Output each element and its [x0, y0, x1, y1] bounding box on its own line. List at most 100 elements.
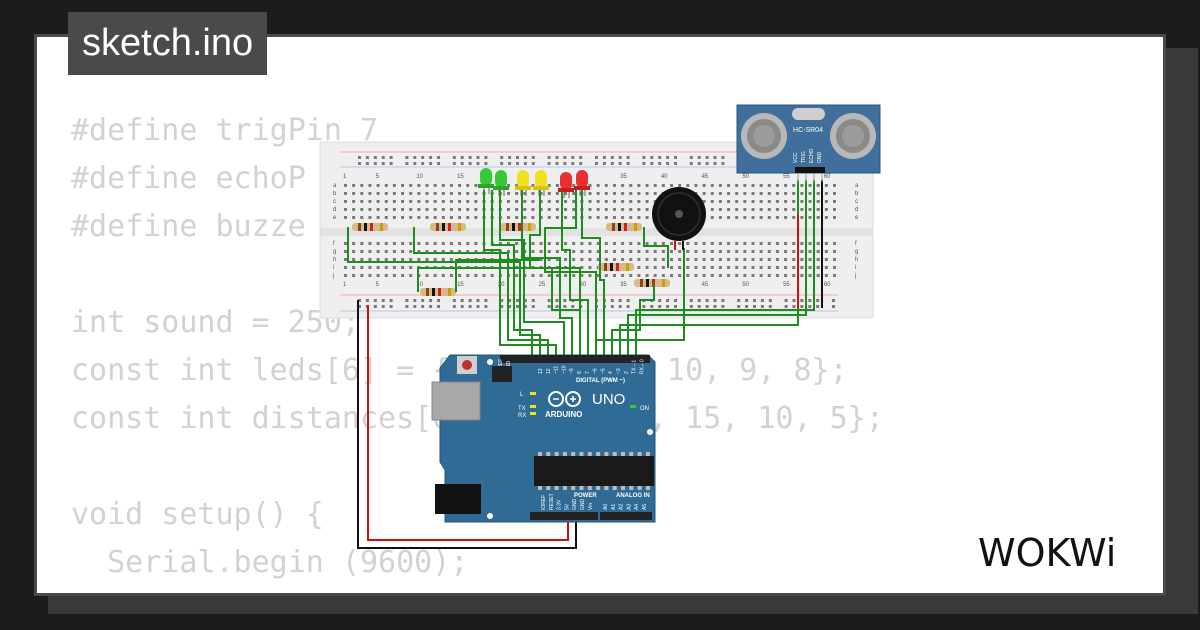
row-letter: e	[333, 215, 337, 221]
buzzer[interactable]	[652, 187, 706, 250]
column-number: 55	[783, 282, 790, 288]
wires-power	[357, 180, 823, 549]
row-letter: j	[332, 273, 334, 279]
microcontroller-chip	[534, 456, 654, 486]
column-number: 15	[457, 174, 464, 180]
led-green[interactable]	[478, 168, 494, 194]
column-number: 50	[742, 282, 749, 288]
resistor[interactable]	[352, 223, 388, 231]
ultrasonic-sensor[interactable]: HC-SR04 VCC TRIG ECHO GND	[736, 104, 881, 182]
code-line: int sound = 250;	[71, 305, 360, 340]
pin-label: ~10	[561, 365, 567, 374]
column-number: 60	[824, 282, 831, 288]
resistor[interactable]	[606, 223, 642, 231]
digital-header	[500, 355, 650, 363]
pin-label: 7	[585, 371, 591, 374]
pin-label: ~11	[554, 366, 560, 374]
code-line: void setup() {	[71, 497, 324, 532]
reset-button[interactable]	[462, 360, 472, 370]
sensor-pin-label: GND	[817, 152, 823, 164]
on-label: ON	[640, 406, 649, 412]
pin-label: 3.3V	[557, 499, 563, 510]
pin-label: A5	[642, 504, 648, 510]
pin-label: 4	[608, 371, 614, 374]
column-number: 15	[457, 282, 464, 288]
resistor[interactable]	[598, 263, 634, 271]
pin-label: GND	[580, 499, 586, 511]
row-letter: b	[333, 191, 337, 197]
led-yellow[interactable]	[533, 170, 549, 196]
aref-label: AREF	[498, 359, 504, 372]
row-letter: c	[855, 199, 858, 205]
chip-pins	[538, 452, 650, 490]
row-letter: g	[855, 249, 858, 255]
sensor-pin-label: VCC	[793, 152, 799, 163]
row-letter: e	[855, 215, 859, 221]
sensor-label: HC-SR04	[793, 127, 823, 134]
column-number: 55	[783, 174, 790, 180]
pin-label: ~3	[616, 368, 622, 374]
pin-label: TX→1	[632, 360, 638, 374]
row-letter: h	[855, 257, 858, 263]
pin-label: 2	[624, 371, 630, 374]
pin-label: 8	[577, 371, 583, 374]
analog-label: ANALOG IN	[616, 493, 650, 499]
power-label: POWER	[574, 493, 597, 499]
column-number: 5	[376, 282, 380, 288]
row-letter: d	[855, 207, 858, 213]
column-number: 1	[343, 282, 347, 288]
code-line: pinMode(trigPin, OUTPUT);	[71, 593, 559, 596]
wokwi-logo[interactable]: WOKWi	[976, 528, 1152, 574]
sensor-pin-label: ECHO	[809, 148, 815, 163]
column-number: 10	[416, 174, 423, 180]
pin-label: ~9	[569, 368, 575, 374]
row-letter: i	[855, 265, 856, 271]
led-yellow[interactable]	[515, 170, 531, 196]
digital-label: DIGITAL (PWM ~)	[576, 378, 625, 384]
code-line: #define buzze	[71, 209, 306, 244]
column-number: 45	[702, 174, 709, 180]
row-letter: g	[333, 249, 336, 255]
pin-label: 5V	[564, 503, 570, 510]
column-number: 35	[620, 174, 627, 180]
pin-label: IOREF	[541, 495, 547, 510]
sensor-pin-label: TRIG	[801, 151, 807, 163]
arduino-uno[interactable]: AREF GND 1312~11~10~987~6~54~32TX→1RX←0 …	[431, 354, 656, 523]
row-letter: f	[333, 241, 335, 247]
model-label: UNO	[592, 391, 625, 408]
column-number: 30	[579, 282, 586, 288]
file-title-tab[interactable]: sketch.ino	[68, 12, 268, 75]
wires-green	[347, 180, 815, 358]
pin-label: RESET	[549, 493, 555, 510]
column-number: 5	[376, 174, 380, 180]
row-letter: d	[333, 207, 336, 213]
row-letter: i	[333, 265, 334, 271]
pin-label: RX←0	[639, 359, 645, 374]
pin-label: A2	[619, 504, 625, 510]
resistor[interactable]	[634, 279, 670, 287]
row-letter: c	[333, 199, 336, 205]
led-red[interactable]	[574, 170, 590, 196]
power-jack	[435, 484, 481, 514]
led-green[interactable]	[493, 170, 509, 196]
led-red[interactable]	[558, 172, 574, 198]
resistor[interactable]	[430, 223, 466, 231]
pin-label: A4	[634, 504, 640, 510]
row-letter: h	[333, 257, 336, 263]
column-number: 35	[620, 282, 627, 288]
resistor[interactable]	[500, 223, 536, 231]
pin-label: GND	[572, 499, 578, 511]
column-number: 60	[824, 174, 831, 180]
column-number: 40	[661, 174, 668, 180]
resistor[interactable]	[420, 288, 456, 296]
row-letter: a	[855, 183, 859, 189]
code-line: #define echoP	[71, 161, 306, 196]
l-led-label: L	[520, 392, 524, 398]
row-letter: j	[854, 273, 856, 279]
tx-label: TX	[518, 406, 526, 412]
column-number: 25	[539, 282, 546, 288]
analog-header	[600, 512, 652, 520]
